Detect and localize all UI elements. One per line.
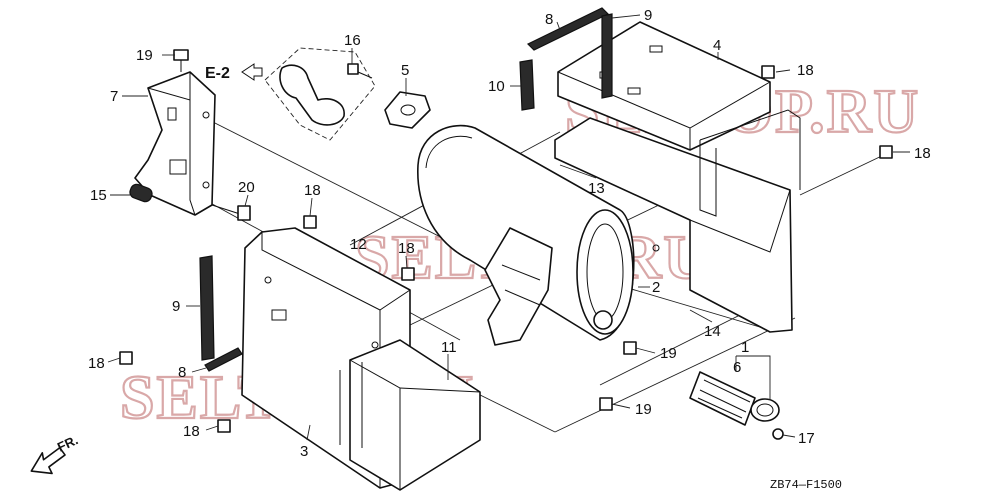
callout-15: 15 bbox=[90, 187, 107, 204]
inner-frame-part-3 bbox=[339, 339, 481, 491]
rubber-plug-part-15 bbox=[129, 183, 153, 203]
callout-4: 4 bbox=[713, 37, 721, 54]
callout-9-top: 9 bbox=[644, 7, 652, 24]
strip-part-10 bbox=[519, 59, 535, 111]
clamp-part-1 bbox=[750, 398, 780, 422]
strip-part-9-left bbox=[199, 255, 215, 361]
screw-part-17 bbox=[772, 428, 784, 440]
section-reference-e2: E-2 bbox=[205, 65, 230, 82]
bolt-part-16 bbox=[347, 63, 373, 79]
callout-18-right: 18 bbox=[914, 145, 931, 162]
callout-19-middle: 19 bbox=[660, 345, 677, 362]
callout-13: 13 bbox=[588, 180, 605, 197]
exhaust-pipe-reference-e2 bbox=[241, 47, 376, 141]
callout-leaders bbox=[107, 14, 910, 441]
spark-arrester-part-6 bbox=[689, 371, 756, 426]
strip-part-8-top bbox=[526, 7, 610, 51]
bolt-part-20 bbox=[211, 204, 251, 221]
callout-3: 3 bbox=[300, 443, 308, 460]
callout-14: 14 bbox=[704, 323, 721, 340]
callout-19-bottom: 19 bbox=[635, 401, 652, 418]
callout-2: 2 bbox=[652, 279, 660, 296]
callout-8-top: 8 bbox=[545, 11, 553, 28]
figure-code: ZB74—F1500 bbox=[770, 478, 842, 492]
callout-5: 5 bbox=[401, 62, 409, 79]
strip-part-9-top bbox=[601, 13, 613, 99]
callout-18-bottom: 18 bbox=[183, 423, 200, 440]
front-direction-arrow-icon: FR. bbox=[30, 432, 80, 475]
callout-12: 12 bbox=[350, 236, 367, 253]
callout-20: 20 bbox=[238, 179, 255, 196]
callout-11: 11 bbox=[441, 339, 457, 356]
bolt-part-19-top bbox=[173, 49, 189, 72]
callout-18-left: 18 bbox=[88, 355, 105, 372]
callout-8-left: 8 bbox=[178, 364, 186, 381]
callout-6: 6 bbox=[733, 359, 741, 376]
muffler-part-2 bbox=[417, 124, 635, 346]
bolts-part-18 bbox=[119, 65, 893, 433]
side-frame-part-14 bbox=[554, 109, 801, 333]
callout-1: 1 bbox=[741, 339, 749, 356]
callout-18-center: 18 bbox=[304, 182, 321, 199]
side-bracket-part-7 bbox=[134, 71, 216, 216]
front-direction-label: FR. bbox=[55, 432, 80, 454]
callout-9-left: 9 bbox=[172, 298, 180, 315]
callout-10: 10 bbox=[488, 78, 505, 95]
callout-19-top: 19 bbox=[136, 47, 153, 64]
callout-18-middle: 18 bbox=[398, 240, 415, 257]
callout-18-right-top: 18 bbox=[797, 62, 814, 79]
callout-16: 16 bbox=[344, 32, 361, 49]
strip-part-8-left bbox=[204, 347, 243, 372]
callout-7: 7 bbox=[110, 88, 118, 105]
callout-17: 17 bbox=[798, 430, 815, 447]
gasket-part-5 bbox=[384, 91, 431, 129]
callout-labels: 1 2 3 4 5 6 7 8 8 9 9 10 11 12 13 14 15 … bbox=[88, 7, 931, 460]
